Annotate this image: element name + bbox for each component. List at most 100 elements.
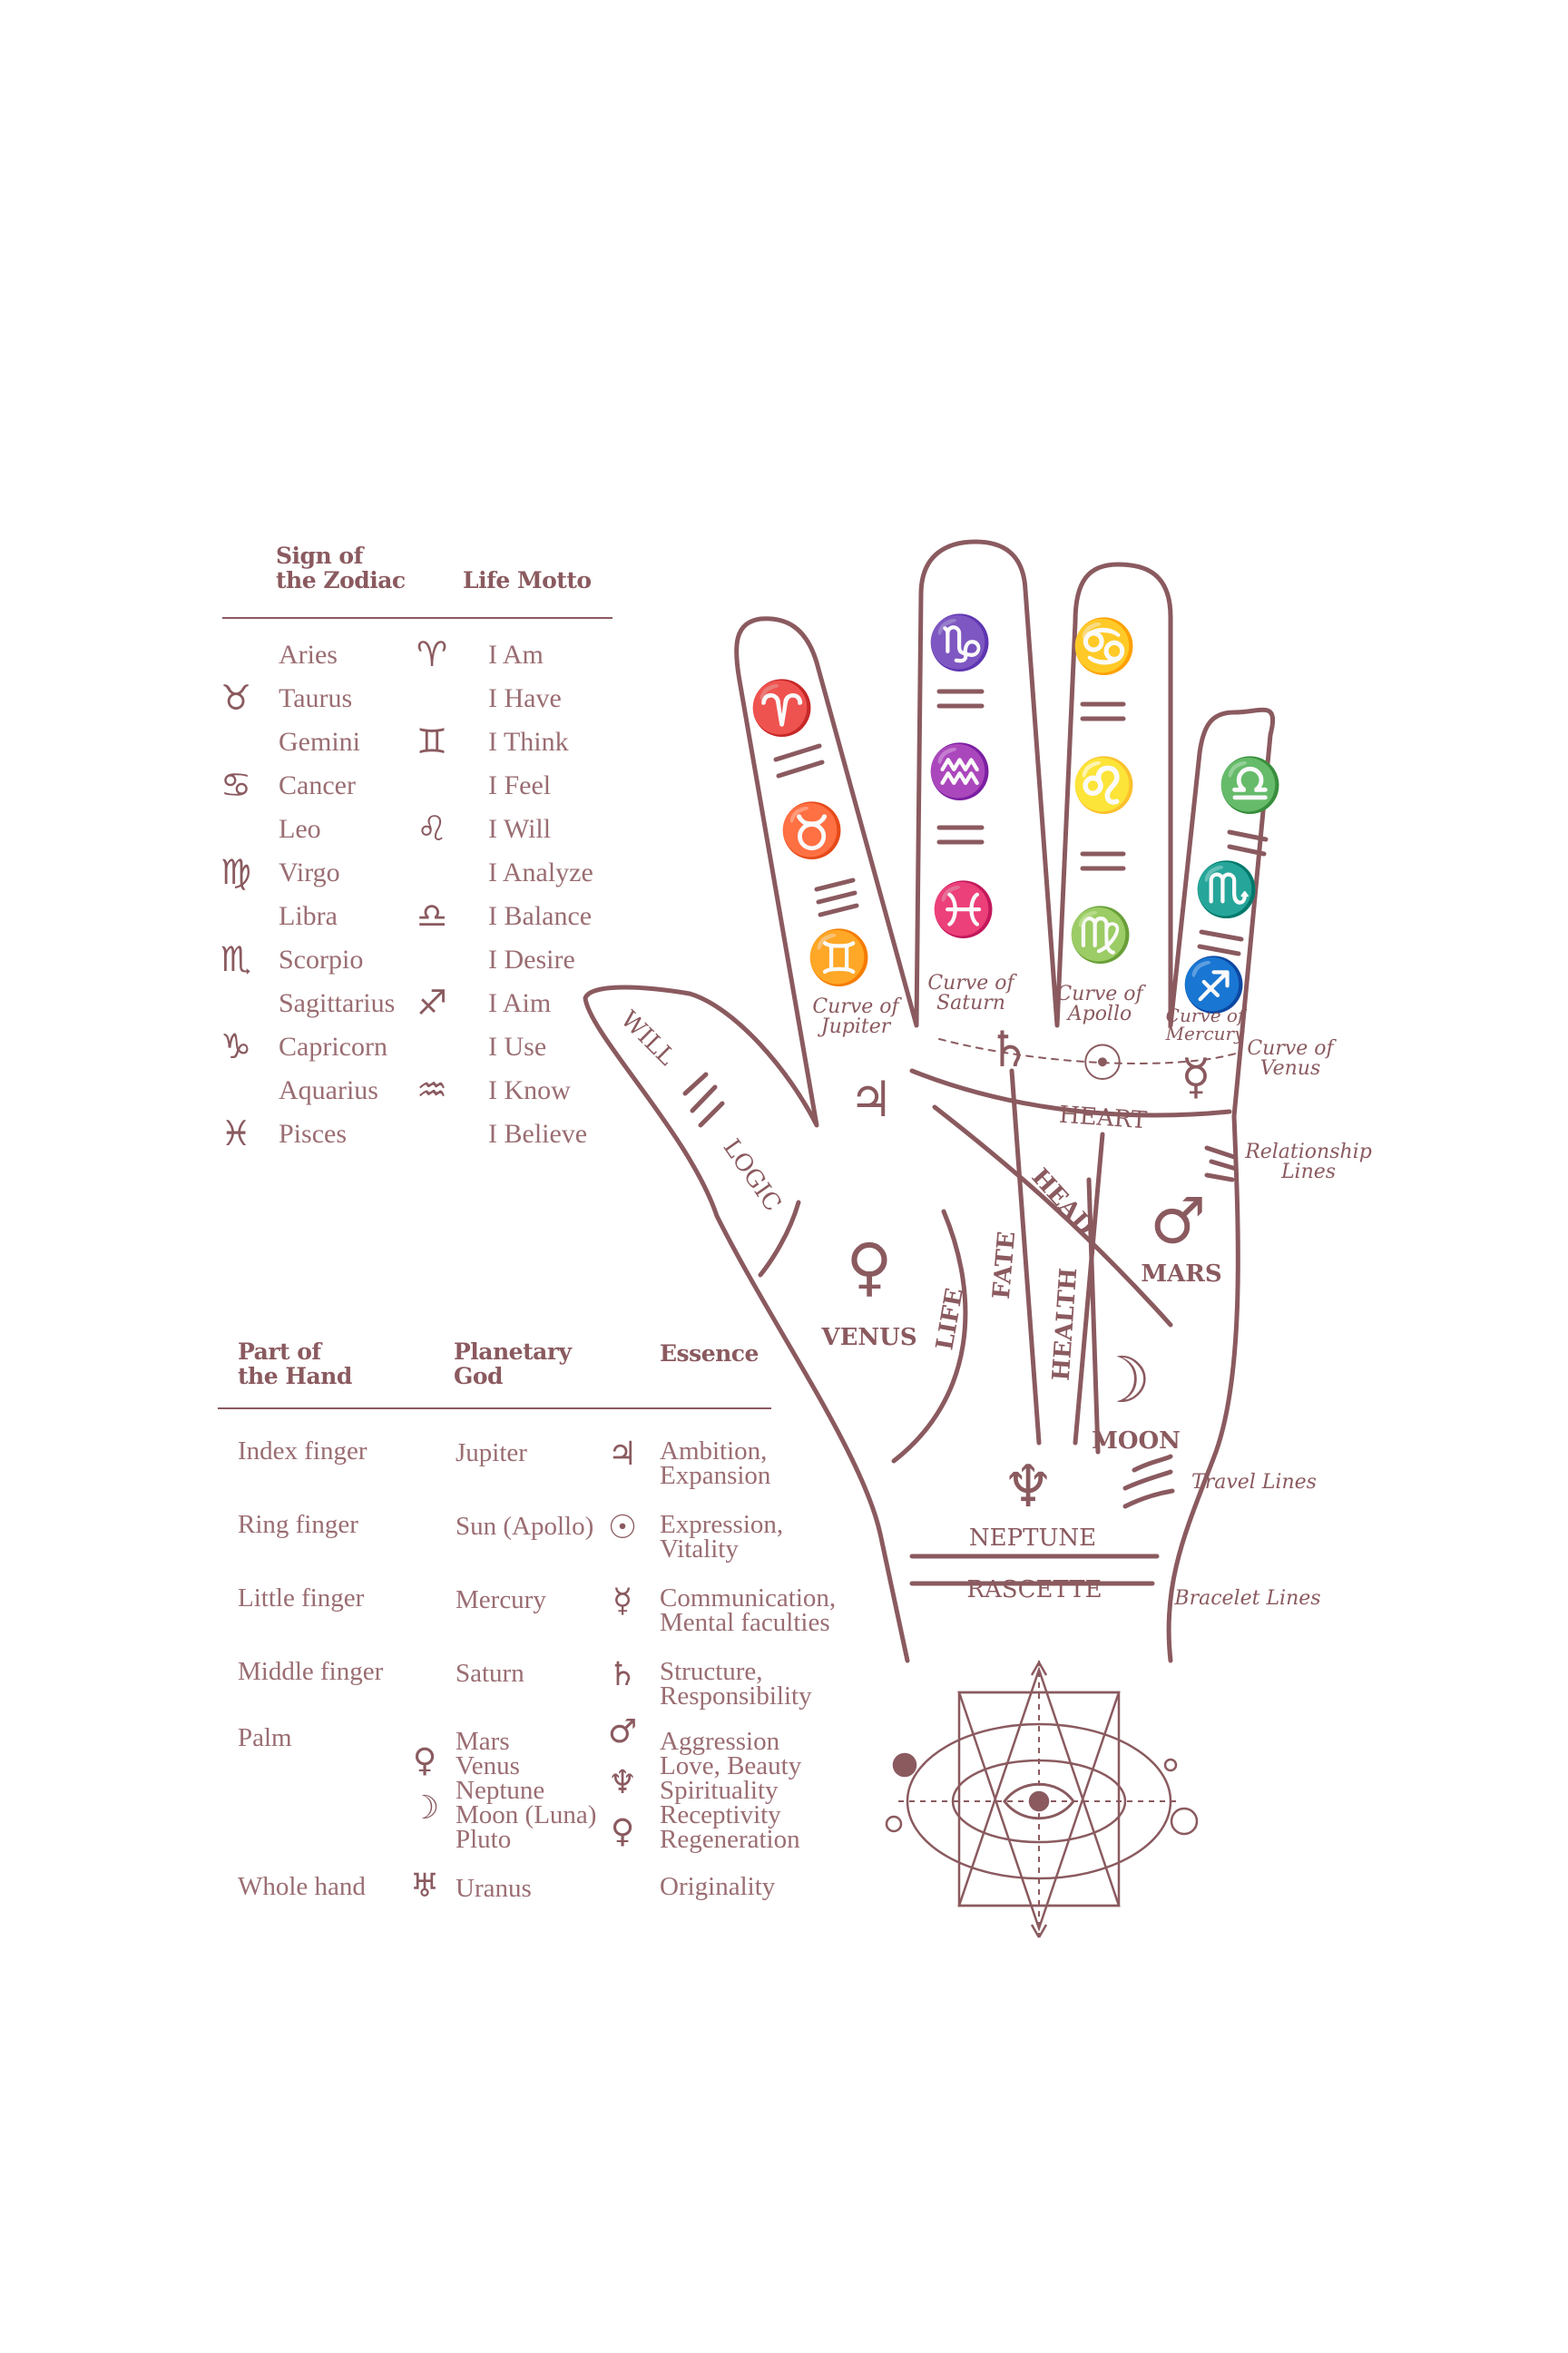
life-motto-leo: I Will bbox=[488, 814, 552, 844]
life-motto-taurus: I Have bbox=[488, 683, 562, 713]
mercury-symbol-icon: ☿ bbox=[612, 1583, 633, 1620]
essence-mercury-line2: Mental faculties bbox=[660, 1608, 830, 1637]
fate-line bbox=[1009, 1068, 1042, 1446]
curve-apollo-label-1: Curve of bbox=[1056, 983, 1146, 1005]
sagittarius-finger-icon: ♐ bbox=[1181, 954, 1247, 1015]
palm-god-venus: Venus bbox=[456, 1751, 520, 1780]
palm-god-mars: Mars bbox=[456, 1727, 510, 1756]
leo-finger-icon: ♌ bbox=[1072, 754, 1137, 816]
zodiac-name-pisces: Pisces bbox=[279, 1119, 347, 1149]
neptune-label: NEPTUNE bbox=[969, 1525, 1096, 1552]
will-label: WILL bbox=[615, 1005, 681, 1071]
essence-mercury-line1: Communication, bbox=[660, 1583, 837, 1613]
curve-venus-label-2: Venus bbox=[1260, 1057, 1321, 1080]
life-motto-capricorn: I Use bbox=[488, 1032, 547, 1062]
heart-line bbox=[909, 1068, 1232, 1118]
essence-sun-apollo--line2: Vitality bbox=[660, 1534, 739, 1564]
uranus-symbol-icon: ♅ bbox=[409, 1868, 440, 1905]
eye-emblem bbox=[885, 1661, 1199, 1938]
heart-label: HEART bbox=[1058, 1102, 1148, 1135]
zodiac-sign-header: Sign of the Zodiac bbox=[276, 544, 406, 593]
palm-gods: Mars Venus Neptune Moon (Luna) Pluto bbox=[456, 1727, 596, 1854]
essence-sun-apollo--line1: Expression, bbox=[660, 1510, 784, 1539]
logic-label: LOGIC bbox=[718, 1134, 787, 1217]
whole-hand-part: Whole hand bbox=[238, 1872, 366, 1901]
god-header-line1: Planetary bbox=[454, 1338, 572, 1365]
capricorn-finger-icon: ♑ bbox=[927, 612, 993, 673]
sun-apollo--symbol-icon: ☉ bbox=[607, 1509, 638, 1546]
bracelet-lines-label: Bracelet Lines bbox=[1173, 1587, 1320, 1610]
essence-saturn-line2: Responsibility bbox=[660, 1681, 812, 1711]
zodiac-name-aries: Aries bbox=[279, 640, 338, 670]
leo-sign-icon: ♌ bbox=[416, 809, 448, 848]
virgo-sign-icon: ♍ bbox=[220, 852, 252, 892]
life-motto-gemini: I Think bbox=[488, 727, 569, 757]
god-header-line2: God bbox=[454, 1363, 504, 1389]
scorpio-finger-icon: ♏ bbox=[1194, 858, 1259, 920]
palm-essence-spirituality: Spirituality bbox=[660, 1776, 779, 1805]
venus-label: VENUS bbox=[820, 1324, 916, 1351]
health-label: HEALTH bbox=[1048, 1267, 1083, 1381]
fate-label: FATE bbox=[988, 1230, 1021, 1300]
zodiac-header-rule bbox=[222, 617, 612, 619]
rascette-label: RASCETTE bbox=[966, 1576, 1102, 1603]
curve-venus-label-1: Curve of bbox=[1247, 1037, 1337, 1060]
virgo-finger-icon: ♍ bbox=[1068, 904, 1133, 966]
curve-saturn-label-1: Curve of bbox=[927, 972, 1017, 995]
jupiter-mount-icon: ♃ bbox=[849, 1071, 893, 1128]
gemini-sign-icon: ♊ bbox=[416, 721, 448, 761]
palm-essence-love: Love, Beauty bbox=[660, 1751, 802, 1780]
neptune-symbol-icon: ♆ bbox=[607, 1764, 638, 1801]
cancer-sign-icon: ♋ bbox=[220, 765, 252, 805]
mars-symbol-icon: ♂ bbox=[607, 1713, 638, 1750]
curve-jupiter-label-1: Curve of bbox=[812, 995, 902, 1018]
part-mercury: Little finger bbox=[238, 1583, 365, 1613]
life-motto-cancer: I Feel bbox=[488, 770, 552, 800]
mars-mount-icon: ♂ bbox=[1150, 1184, 1207, 1259]
mars-label: MARS bbox=[1141, 1260, 1221, 1288]
part-saturn: Middle finger bbox=[238, 1657, 384, 1686]
life-motto-pisces: I Believe bbox=[488, 1119, 588, 1149]
life-motto-sagittarius: I Aim bbox=[488, 988, 552, 1018]
life-motto-aries: I Am bbox=[488, 640, 544, 670]
life-motto-virgo: I Analyze bbox=[488, 858, 593, 887]
venus-mount-icon: ♀ bbox=[846, 1230, 892, 1304]
whole-hand-god: Uranus bbox=[456, 1874, 532, 1903]
essence-jupiter-line1: Ambition, bbox=[660, 1436, 768, 1466]
pisces-finger-icon: ♓ bbox=[931, 878, 996, 940]
zodiac-sign-header-line2: the Zodiac bbox=[276, 567, 406, 593]
curve-apollo-label-2: Apollo bbox=[1066, 1003, 1132, 1025]
aquarius-sign-icon: ♒ bbox=[416, 1070, 448, 1110]
aries-finger-icon: ♈ bbox=[750, 677, 815, 739]
moon-symbol-icon: ☽ bbox=[409, 1789, 440, 1827]
moon-label: MOON bbox=[1092, 1427, 1181, 1455]
part-header-line1: Part of bbox=[238, 1338, 321, 1365]
scorpio-sign-icon: ♏ bbox=[220, 939, 252, 979]
god-mercury: Mercury bbox=[456, 1585, 546, 1614]
part-jupiter: Index finger bbox=[238, 1436, 368, 1466]
travel-lines-label: Travel Lines bbox=[1191, 1471, 1317, 1494]
god-saturn: Saturn bbox=[456, 1659, 524, 1688]
cancer-finger-icon: ♋ bbox=[1072, 615, 1137, 677]
palm-god-pluto: Pluto bbox=[456, 1825, 512, 1854]
zodiac-name-scorpio: Scorpio bbox=[279, 945, 364, 975]
saturn-symbol-icon: ♄ bbox=[607, 1656, 638, 1693]
sagittarius-sign-icon: ♐ bbox=[416, 983, 448, 1023]
zodiac-name-sagittarius: Sagittarius bbox=[279, 988, 396, 1018]
planets-header-rule bbox=[218, 1407, 771, 1409]
venus-symbol-icon: ♀ bbox=[412, 1742, 437, 1779]
taurus-finger-icon: ♉ bbox=[779, 799, 845, 861]
palm-god-neptune: Neptune bbox=[456, 1776, 545, 1805]
saturn-line bbox=[1086, 1177, 1101, 1455]
libra-sign-icon: ♎ bbox=[416, 896, 448, 936]
relationship-label-2: Lines bbox=[1280, 1161, 1336, 1183]
curve-mercury-label-1: Curve of bbox=[1166, 1005, 1248, 1026]
part-sun-apollo-: Ring finger bbox=[238, 1510, 358, 1539]
palm-essence-receptivity: Receptivity bbox=[660, 1800, 781, 1829]
planetary-god-header: Planetary God bbox=[454, 1339, 572, 1388]
palm-essence-aggression: Aggression bbox=[660, 1727, 780, 1756]
aries-sign-icon: ♈ bbox=[416, 634, 448, 674]
capricorn-sign-icon: ♑ bbox=[220, 1026, 252, 1066]
moon-mount-icon: ☽ bbox=[1094, 1343, 1152, 1417]
curve-saturn-label-2: Saturn bbox=[936, 992, 1005, 1015]
